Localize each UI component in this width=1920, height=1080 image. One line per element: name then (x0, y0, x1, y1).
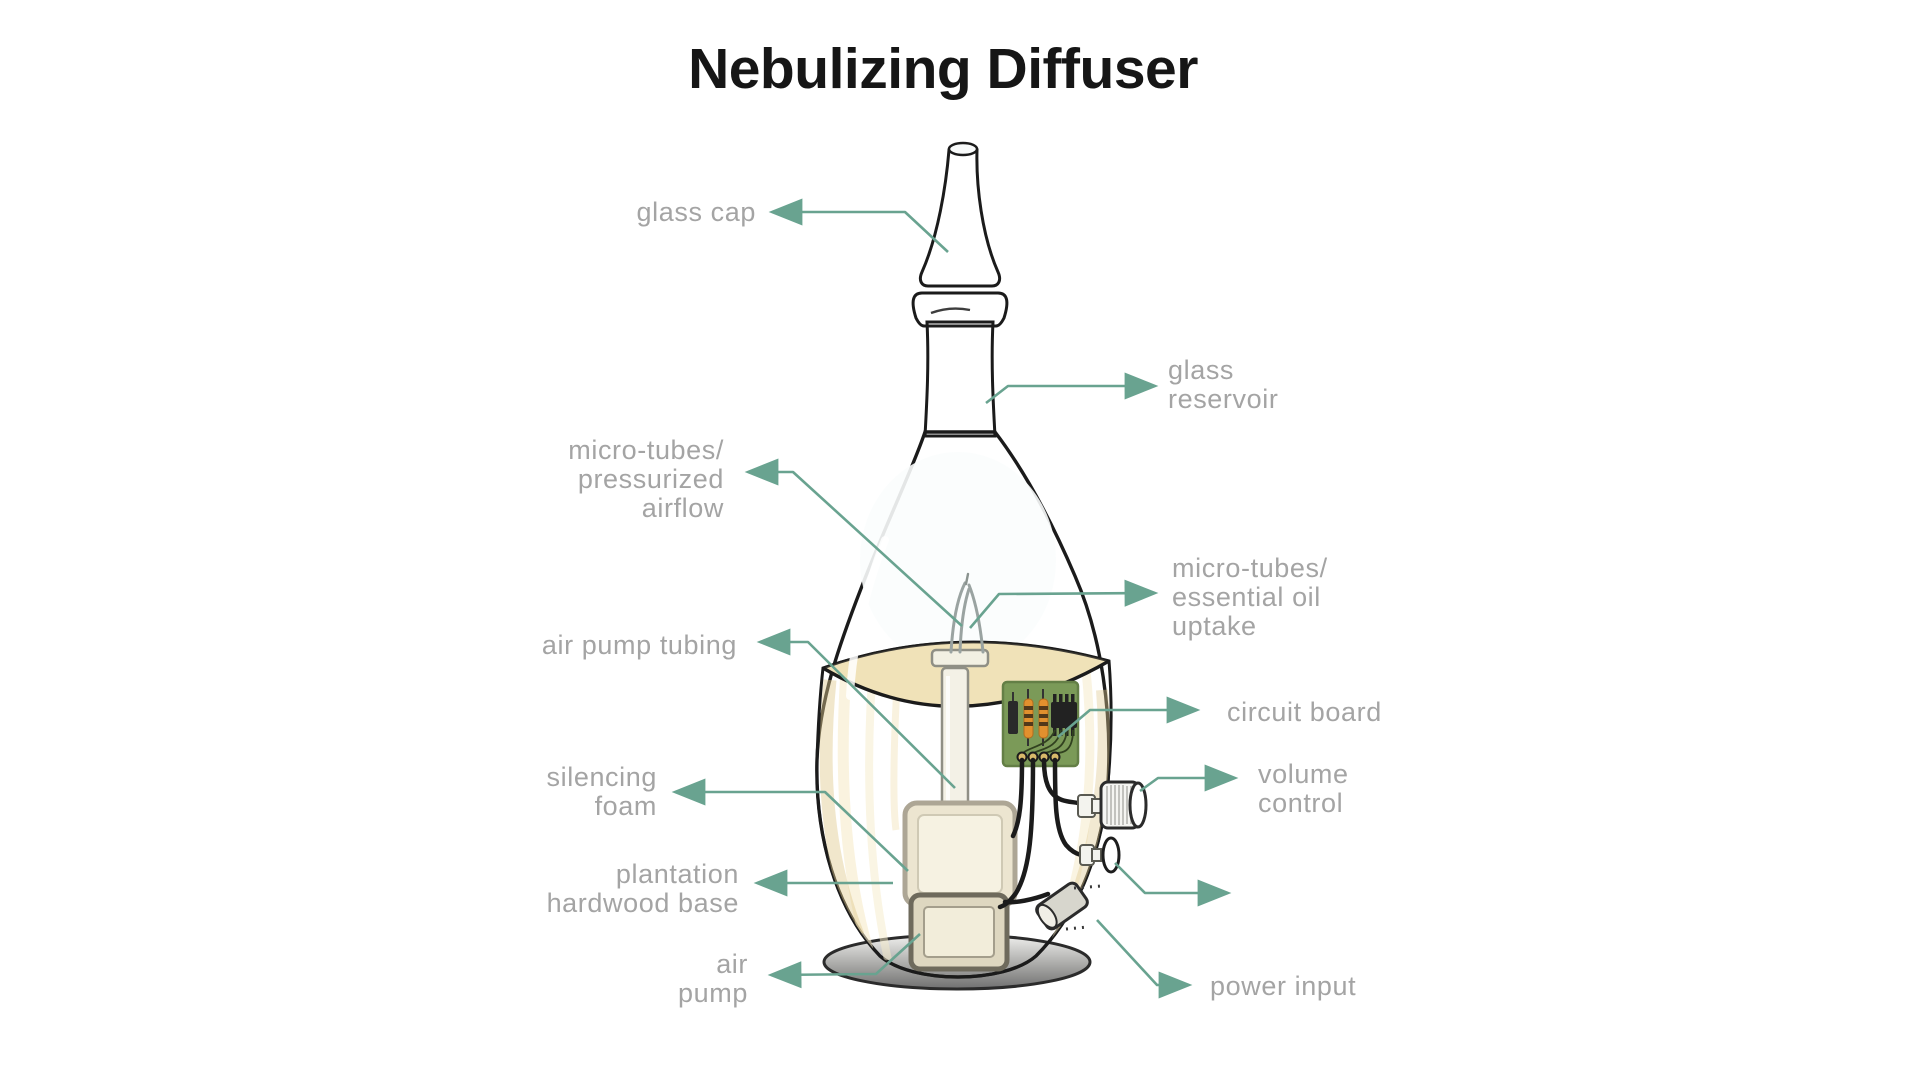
label-plantation-base: plantation (616, 859, 739, 889)
label-air-pump: pump (678, 978, 748, 1008)
resistor (1038, 698, 1049, 739)
bottle-neck (923, 320, 997, 438)
capacitor (1008, 701, 1018, 734)
arrow-circuit-board (1057, 696, 1201, 738)
label-micro-tubes-airflow: micro-tubes/ (568, 435, 724, 465)
resistor (1023, 698, 1034, 739)
label-glass-reservoir: glass (1168, 355, 1234, 385)
arrow-glass-cap (768, 198, 949, 253)
arrow-micro-tubes-airflow (744, 458, 963, 627)
page-title: Nebulizing Diffuser (688, 37, 1198, 101)
air-pump-inner (923, 906, 995, 958)
circuit-board-drawing (1001, 680, 1080, 768)
label-glass-cap: glass cap (637, 197, 756, 227)
volume-control-knob (1077, 780, 1148, 830)
neck-accent (930, 307, 971, 315)
label-air-pump-tubing: air pump tubing (542, 630, 737, 660)
reservoir-back-rim (822, 640, 1110, 670)
arrow-volume-control (1139, 764, 1239, 793)
neck-flange (911, 291, 1009, 328)
power-plug (1035, 881, 1089, 931)
label-volume-control: volume (1258, 759, 1349, 789)
arrow-unlabeled (1114, 862, 1232, 907)
label-micro-tubes-oil: essential oil (1172, 582, 1321, 612)
label-plantation-base: hardwood base (547, 888, 739, 918)
leader-arrows (671, 198, 1239, 999)
wires (997, 757, 1084, 910)
label-micro-tubes-oil: uptake (1172, 611, 1257, 641)
silencing-foam-inner (917, 814, 1003, 894)
micro-tubes (949, 572, 985, 654)
glass-highlights (846, 169, 955, 700)
arrow-glass-reservoir (985, 372, 1159, 405)
label-volume-control: control (1258, 788, 1343, 818)
arrow-micro-tubes-oil (969, 579, 1159, 629)
label-silencing-foam: silencing (547, 762, 657, 792)
arrow-silencing-foam (671, 778, 909, 872)
label-glass-reservoir: reservoir (1168, 384, 1278, 414)
label-circuit-board: circuit board (1227, 697, 1382, 727)
arrow-air-pump-tubing (756, 628, 956, 789)
label-power-input: power input (1210, 971, 1356, 1001)
glass-cap-drawing (918, 148, 1002, 288)
arrow-power-input (1096, 919, 1193, 999)
glass-inner-sheen (860, 452, 1056, 668)
arrow-air-pump (767, 933, 921, 989)
label-micro-tubes-oil: micro-tubes/ (1172, 553, 1328, 583)
air-pump-tube (940, 666, 970, 812)
part-labels: glass cap glass reservoir micro-tubes/ p… (542, 197, 1382, 1008)
label-micro-tubes-airflow: airflow (642, 493, 724, 523)
label-micro-tubes-airflow: pressurized (578, 464, 724, 494)
label-air-pump: air (716, 949, 748, 979)
cap-tip-opening (947, 141, 979, 157)
label-silencing-foam: foam (595, 791, 657, 821)
